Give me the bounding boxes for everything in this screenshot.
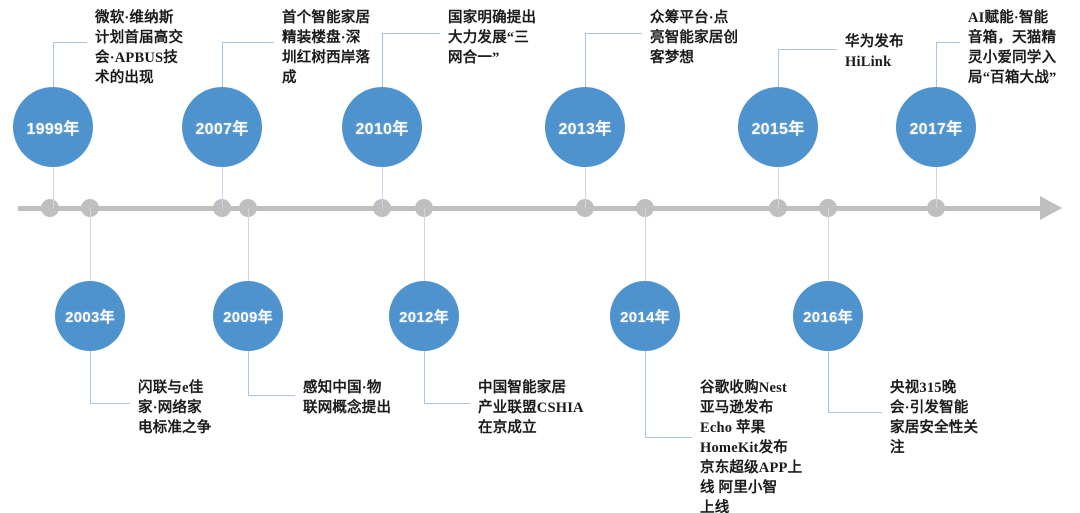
timeline-axis-dot — [769, 199, 787, 217]
caption-connector-vertical — [90, 351, 91, 403]
timeline-node-stem — [222, 167, 223, 208]
year-node-2009[interactable]: 2009年 — [213, 281, 283, 351]
event-caption: 中国智能家居 产业联盟CSHIA 在京成立 — [478, 380, 584, 436]
year-node-2016[interactable]: 2016年 — [793, 281, 863, 351]
caption-connector-horizontal — [248, 395, 295, 396]
timeline-node-stem — [424, 208, 425, 281]
year-node-2003[interactable]: 2003年 — [55, 281, 125, 351]
event-caption: AI赋能·智能 音箱，天猫精 灵小爱同学入 局“百箱大战” — [968, 10, 1057, 86]
caption-connector-horizontal — [936, 42, 960, 43]
caption-connector-horizontal — [778, 49, 837, 50]
event-caption: 国家明确提出 大力发展“三 网合一” — [448, 10, 537, 66]
caption-connector-vertical — [585, 33, 586, 87]
event-caption: 感知中国·物 联网概念提出 — [303, 380, 392, 416]
timeline-axis-dot — [927, 199, 945, 217]
event-caption: 众筹平台·点 亮智能家居创 客梦想 — [650, 10, 739, 66]
timeline-axis-dot — [373, 199, 391, 217]
caption-connector-horizontal — [222, 42, 274, 43]
year-node-2007[interactable]: 2007年 — [182, 87, 262, 167]
caption-connector-vertical — [248, 351, 249, 395]
year-node-2014[interactable]: 2014年 — [610, 281, 680, 351]
event-caption: 华为发布 HiLink — [845, 34, 904, 70]
event-caption: 微软·维纳斯 计划首届高交 会·APBUS技 术的出现 — [95, 10, 184, 86]
timeline-axis-dot — [41, 199, 59, 217]
caption-connector-horizontal — [424, 403, 470, 404]
caption-connector-horizontal — [382, 33, 440, 34]
caption-connector-horizontal — [828, 412, 882, 413]
year-node-2013[interactable]: 2013年 — [545, 87, 625, 167]
event-caption: 央视315晚 会·引发智能 家居安全性关 注 — [890, 380, 979, 456]
caption-connector-vertical — [936, 42, 937, 87]
caption-connector-horizontal — [585, 33, 642, 34]
caption-connector-vertical — [828, 351, 829, 412]
timeline-node-stem — [828, 208, 829, 281]
caption-connector-vertical — [645, 351, 646, 437]
caption-connector-vertical — [424, 351, 425, 403]
timeline-node-stem — [778, 167, 779, 208]
timeline-node-stem — [645, 208, 646, 281]
caption-connector-vertical — [222, 42, 223, 87]
timeline-node-stem — [936, 167, 937, 208]
timeline-node-stem — [585, 167, 586, 208]
timeline-axis — [18, 206, 1050, 211]
year-node-1999[interactable]: 1999年 — [13, 87, 93, 167]
caption-connector-vertical — [53, 42, 54, 87]
event-caption: 谷歌收购Nest 亚马逊发布 Echo 苹果 HomeKit发布 京东超级APP… — [700, 380, 803, 513]
timeline-node-stem — [53, 167, 54, 208]
year-node-2012[interactable]: 2012年 — [389, 281, 459, 351]
year-node-2010[interactable]: 2010年 — [342, 87, 422, 167]
timeline-node-stem — [382, 167, 383, 208]
timeline-node-stem — [248, 208, 249, 281]
timeline-arrow-icon — [1040, 196, 1062, 220]
event-caption: 首个智能家居 精装楼盘·深 圳红树西岸落 成 — [282, 10, 371, 86]
caption-connector-vertical — [778, 49, 779, 87]
caption-connector-horizontal — [90, 403, 130, 404]
caption-connector-vertical — [382, 33, 383, 87]
event-caption: 闪联与e佳 家·网络家 电标准之争 — [138, 380, 212, 436]
year-node-2017[interactable]: 2017年 — [896, 87, 976, 167]
timeline-axis-dot — [576, 199, 594, 217]
year-node-2015[interactable]: 2015年 — [738, 87, 818, 167]
timeline-axis-dot — [213, 199, 231, 217]
timeline-node-stem — [90, 208, 91, 281]
caption-connector-horizontal — [53, 42, 87, 43]
caption-connector-horizontal — [645, 437, 692, 438]
